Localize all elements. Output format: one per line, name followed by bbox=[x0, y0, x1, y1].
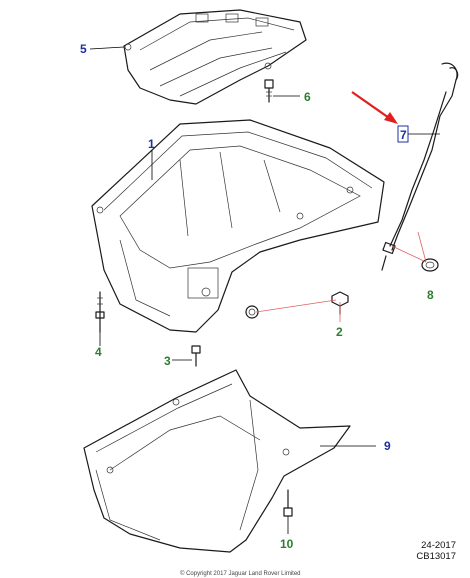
stud-bolt-part-4 bbox=[95, 291, 105, 333]
bolt-part-3 bbox=[191, 345, 201, 367]
bolt-part-10 bbox=[283, 489, 293, 517]
bolt-part-6 bbox=[264, 79, 274, 103]
callout-7[interactable]: 7 bbox=[400, 128, 407, 142]
dipstick-tube-part-7 bbox=[381, 62, 459, 271]
upper-oil-pan-part-1 bbox=[91, 119, 385, 333]
seal-part-8 bbox=[421, 258, 439, 272]
callout-2[interactable]: 2 bbox=[336, 325, 343, 339]
callout-4[interactable]: 4 bbox=[95, 345, 102, 359]
callout-5[interactable]: 5 bbox=[80, 42, 87, 56]
callout-1[interactable]: 1 bbox=[148, 137, 155, 151]
leader-lines bbox=[89, 46, 440, 534]
callout-7-highlight-box bbox=[397, 125, 409, 143]
callout-6[interactable]: 6 bbox=[304, 90, 311, 104]
attention-arrow bbox=[351, 91, 398, 124]
callout-8[interactable]: 8 bbox=[427, 288, 434, 302]
copyright-notice: © Copyright 2017 Jaguar Land Rover Limit… bbox=[180, 571, 301, 577]
baffle-plate-part-5 bbox=[123, 9, 307, 105]
reference-year: 24-2017 bbox=[421, 540, 456, 551]
callout-3[interactable]: 3 bbox=[164, 354, 171, 368]
callout-10[interactable]: 10 bbox=[280, 537, 294, 551]
reference-code: CB13017 bbox=[416, 551, 456, 562]
callout-9[interactable]: 9 bbox=[384, 439, 391, 453]
lower-shield-part-9 bbox=[83, 369, 351, 553]
